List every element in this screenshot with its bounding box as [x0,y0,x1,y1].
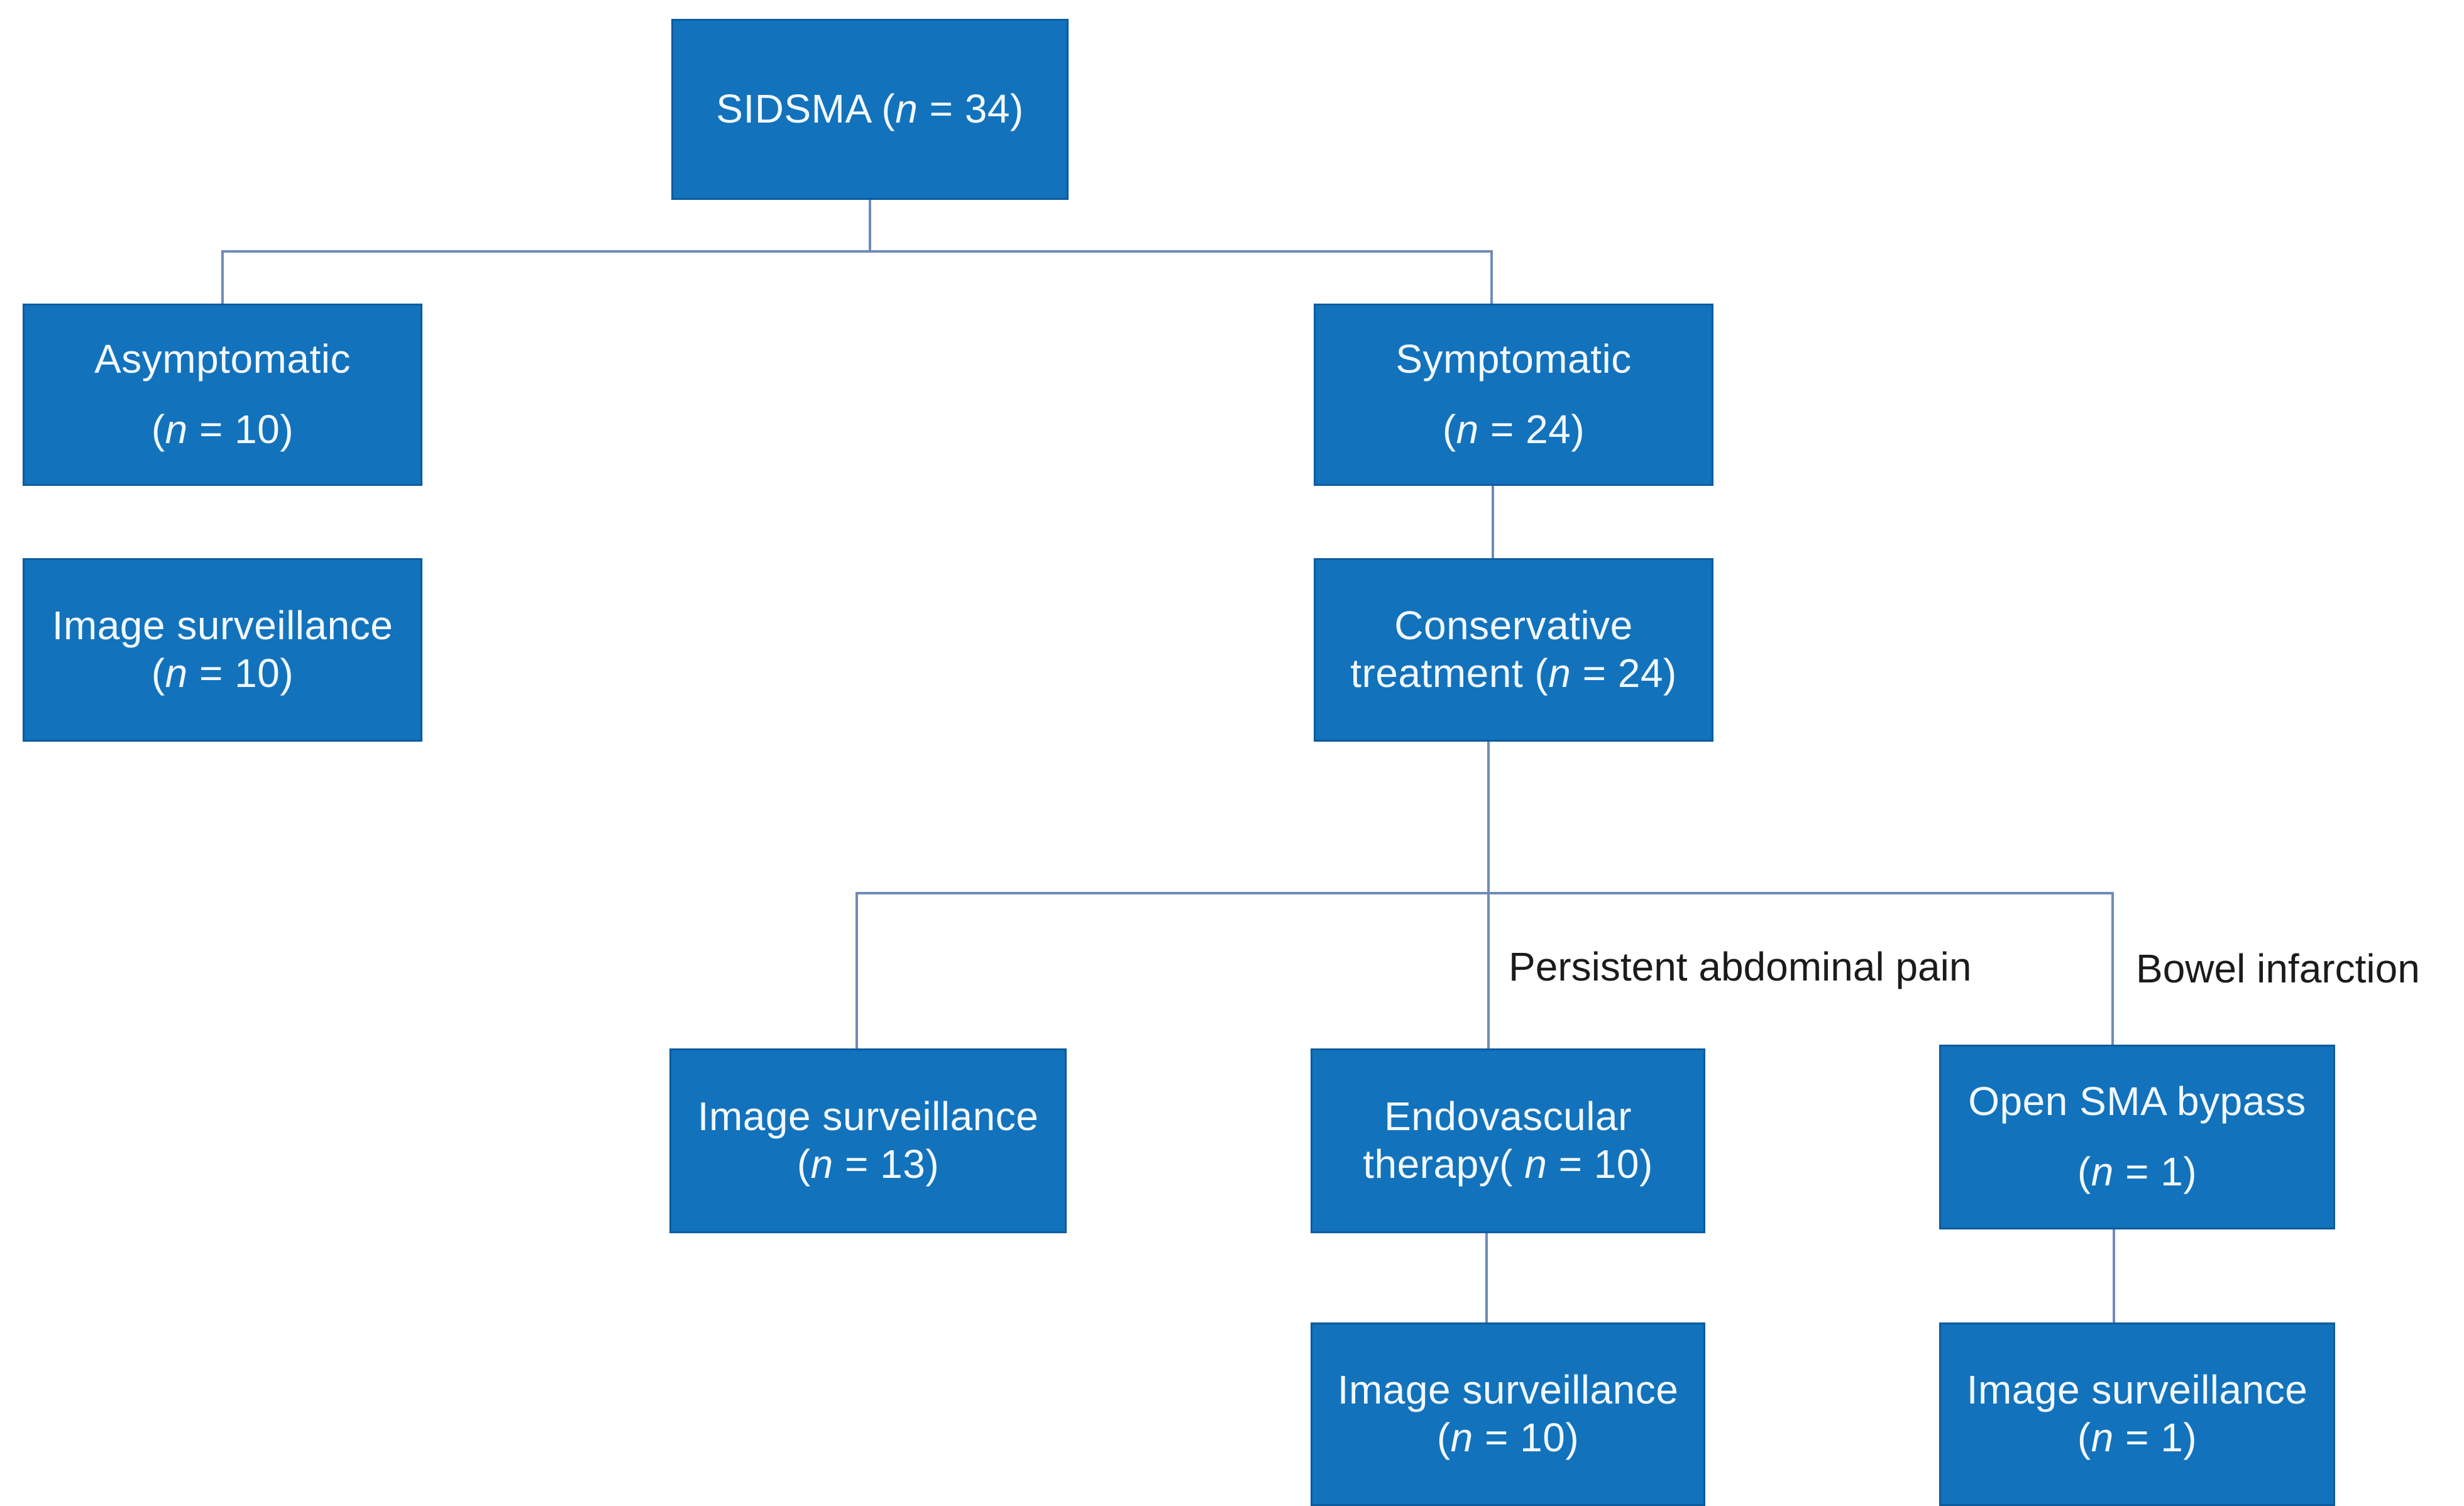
node-text-line: (n = 1) [2077,1149,2197,1194]
node-text-line: (n = 10) [1436,1415,1580,1460]
node-text-line: Image surveillance [1966,1367,2308,1413]
edge-label-persistent-abdominal-pain: Persistent abdominal pain [1509,944,1972,989]
node-text-line: Conservative [1394,603,1633,649]
node-open-sma-bypass: Open SMA bypass (n = 1) [1939,1045,2335,1229]
node-text-line: (n = 10) [151,651,294,696]
node-text-line: treatment (n = 24) [1350,651,1677,696]
node-image-surveillance-asymptomatic: Image surveillance(n = 10) [23,558,422,742]
node-text-line: (n = 13) [796,1141,940,1187]
node-text-line: Image surveillance [1337,1367,1679,1413]
node-symptomatic: Symptomatic (n = 24) [1314,304,1713,486]
node-asymptomatic: Asymptomatic (n = 10) [23,304,422,486]
node-sidsma: SIDSMA (n = 34) [671,19,1069,200]
node-image-surveillance-conservative: Image surveillance(n = 13) [669,1048,1067,1233]
node-text-line: (n = 10) [151,407,294,452]
node-text-line: Image surveillance [52,603,393,649]
node-text-line: Endovascular [1384,1094,1632,1140]
edge-label-bowel-infarction: Bowel infarction [2136,946,2420,991]
node-text-line: Asymptomatic [94,336,351,382]
node-image-surveillance-endovascular: Image surveillance(n = 10) [1311,1322,1705,1506]
node-text-line: SIDSMA (n = 34) [716,86,1024,132]
node-text-line: Image surveillance [697,1094,1039,1140]
node-text-line: (n = 1) [2077,1415,2197,1460]
node-image-surveillance-bypass: Image surveillance(n = 1) [1939,1322,2335,1506]
node-text-line: (n = 24) [1442,407,1585,452]
node-text-line: therapy( n = 10) [1363,1141,1653,1187]
node-text-line: Open SMA bypass [1968,1079,2306,1124]
node-text-line: Symptomatic [1395,336,1632,382]
